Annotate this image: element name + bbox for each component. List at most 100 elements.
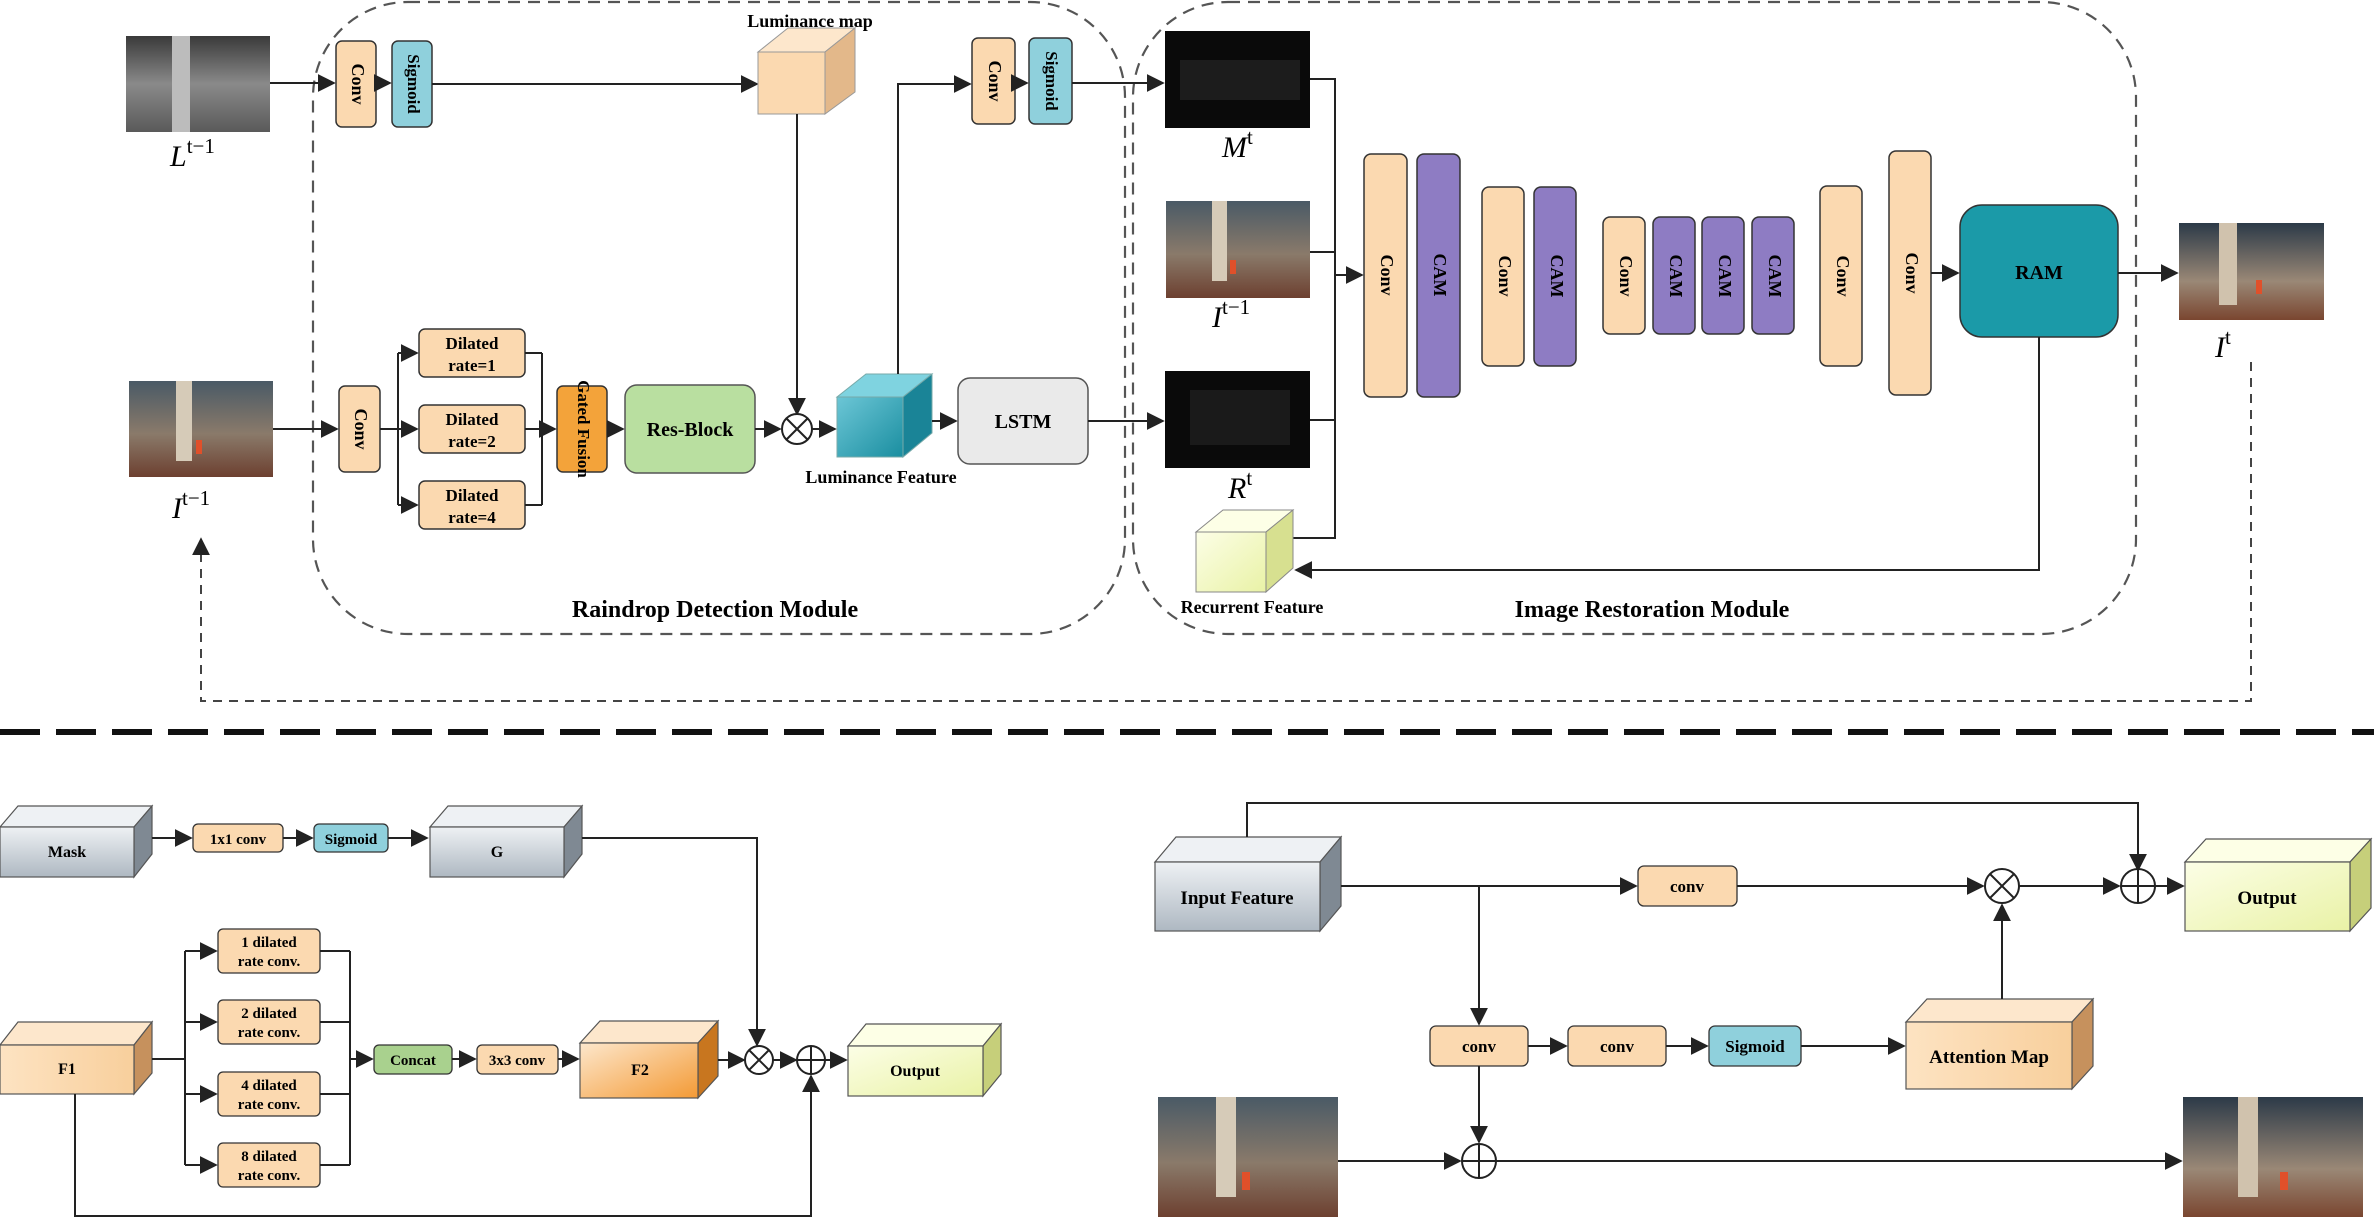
cam-label: CAM <box>1430 254 1450 297</box>
g-label: G <box>491 844 504 861</box>
multiply-operator <box>744 1045 774 1075</box>
output-cube-left <box>846 1022 1003 1098</box>
conv-block <box>1602 216 1646 335</box>
svg-text:rate conv.: rate conv. <box>238 1025 301 1041</box>
attention-map-label: Attention Map <box>1929 1047 2049 1068</box>
cam-block <box>1533 186 1577 367</box>
arrow-line <box>74 1074 820 1217</box>
f1-cube <box>0 1020 154 1096</box>
recurrent-feature-label: Recurrent Feature <box>1181 597 1324 617</box>
raindrop-detection-module-border <box>311 0 1127 636</box>
output-image-I <box>2179 223 2324 320</box>
arrow-line <box>582 837 766 1047</box>
res-block-label: Res-Block <box>647 419 735 441</box>
input-feature-label: Input Feature <box>1180 888 1293 909</box>
feedback-loop <box>192 362 2252 702</box>
var-I-prev: It−1 <box>171 486 210 525</box>
conv-label: conv <box>1670 877 1705 896</box>
multiply-operator <box>1984 868 2020 904</box>
svg-text:rate conv.: rate conv. <box>238 1097 301 1113</box>
svg-text:8 dilated: 8 dilated <box>241 1149 297 1165</box>
svg-text:Dilated: Dilated <box>446 410 499 429</box>
conv1x1-label: 1x1 conv <box>210 832 267 848</box>
cam-label: CAM <box>1666 255 1686 298</box>
conv3x3-label: 3x3 conv <box>489 1053 546 1069</box>
multiply-operator <box>781 413 813 445</box>
var-L-prev: Lt−1 <box>169 134 215 173</box>
var-R: Rt <box>1227 466 1252 505</box>
luminance-feature-cube <box>835 372 934 459</box>
sigmoid-block <box>1028 37 1073 125</box>
add-operator <box>2120 868 2156 904</box>
svg-text:1 dilated: 1 dilated <box>241 935 297 951</box>
output-label-left: Output <box>890 1063 940 1080</box>
var-M: Mt <box>1221 125 1253 164</box>
rdm-title: Raindrop Detection Module <box>572 597 859 623</box>
sigmoid-label: Sigmoid <box>325 832 378 848</box>
conv-label: Conv <box>1495 255 1515 296</box>
attention-map-cube <box>1904 997 2095 1091</box>
arrow-line <box>1294 337 2040 579</box>
f2-label: F2 <box>631 1062 649 1079</box>
svg-text:2 dilated: 2 dilated <box>241 1006 297 1022</box>
add-operator <box>1461 1143 1497 1179</box>
svg-text:rate=4: rate=4 <box>448 508 496 527</box>
conv-label: Conv <box>351 408 371 449</box>
luminance-map-cube <box>756 26 857 115</box>
g-cube <box>428 804 584 879</box>
svg-text:rate=2: rate=2 <box>448 432 495 451</box>
sigmoid-label: Sigmoid <box>1725 1037 1785 1056</box>
residual-image-R <box>1165 371 1310 468</box>
cam-block <box>1751 216 1795 335</box>
arrow-line <box>1246 802 2147 872</box>
conv-label: Conv <box>348 63 368 104</box>
merge-line <box>1293 78 1336 539</box>
recurrent-feature-cube <box>1194 508 1295 594</box>
luminance-input-image <box>126 36 270 132</box>
conv-block <box>1481 186 1525 367</box>
mask-label: Mask <box>48 844 86 861</box>
conv-label: Conv <box>985 60 1005 101</box>
output-label-right: Output <box>2237 888 2297 909</box>
conv-label: Conv <box>1616 255 1636 296</box>
image-restoration-module-border <box>1131 0 2138 636</box>
conv-block <box>1819 185 1863 367</box>
cam-block <box>1701 216 1745 335</box>
conv-label: conv <box>1462 1037 1497 1056</box>
svg-text:rate conv.: rate conv. <box>238 1168 301 1184</box>
svg-text:4 dilated: 4 dilated <box>241 1078 297 1094</box>
conv-label: Conv <box>1902 252 1922 293</box>
rain-image-I-prev <box>1166 201 1310 298</box>
irm-title: Image Restoration Module <box>1515 597 1790 623</box>
svg-text:rate=1: rate=1 <box>448 356 495 375</box>
dilated-1-block: 1 dilated rate conv. <box>217 928 321 974</box>
cam-block <box>1416 153 1461 398</box>
luminance-map-label: Luminance map <box>747 11 873 31</box>
dilated-2-block: 2 dilated rate conv. <box>217 999 321 1045</box>
dilated-rate-4-block: Dilated rate=4 <box>418 480 526 530</box>
sigmoid-label: Sigmoid <box>1042 51 1061 111</box>
arrow-line <box>897 75 972 374</box>
f2-cube <box>578 1019 720 1100</box>
concat-label: Concat <box>390 1053 436 1069</box>
cam-label: CAM <box>1715 255 1735 298</box>
mask-image-M <box>1165 31 1310 128</box>
rain-input-image-bottom <box>1158 1097 1338 1217</box>
mask-cube <box>0 804 154 879</box>
conv-label: Conv <box>1833 255 1853 296</box>
derained-output-image <box>2183 1097 2363 1217</box>
luminance-feature-label: Luminance Feature <box>805 467 956 487</box>
dilated-8-block: 8 dilated rate conv. <box>217 1142 321 1188</box>
dilated-rate-1-block: Dilated rate=1 <box>418 328 526 378</box>
svg-text:rate conv.: rate conv. <box>238 954 301 970</box>
gated-fusion-label: Gated Fusion <box>574 380 593 478</box>
var-I-out: It <box>2214 325 2231 364</box>
ram-label: RAM <box>2015 262 2063 284</box>
conv-block <box>1363 153 1408 398</box>
rain-input-image <box>129 381 273 477</box>
input-feature-cube <box>1153 835 1343 933</box>
cam-label: CAM <box>1765 255 1785 298</box>
output-cube-right <box>2183 837 2373 933</box>
dilated-rate-2-block: Dilated rate=2 <box>418 404 526 454</box>
